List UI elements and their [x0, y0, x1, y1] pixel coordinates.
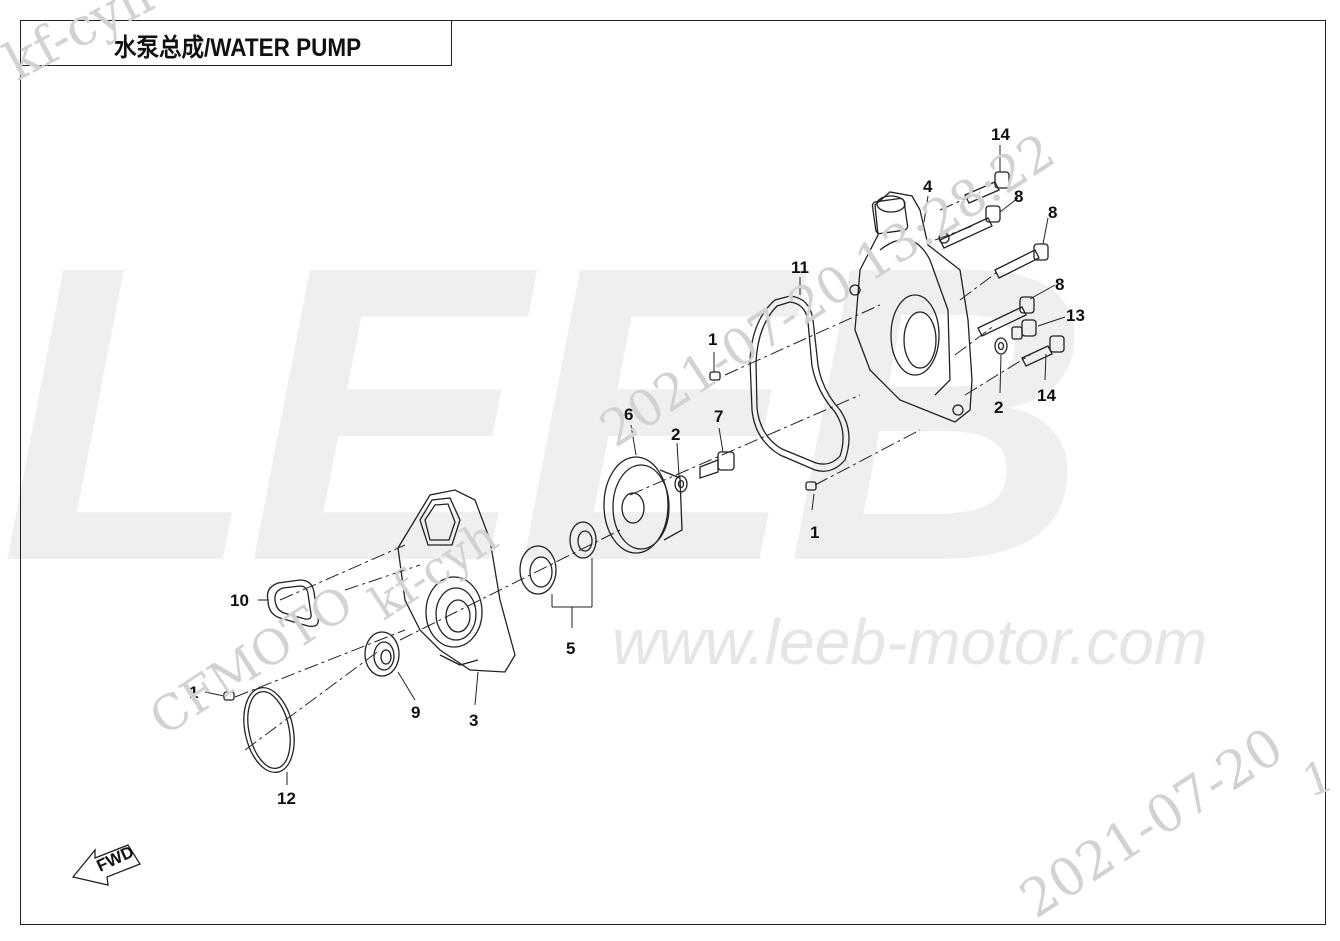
callout-6: 6	[624, 405, 633, 424]
callout-1-upper: 1	[708, 330, 717, 349]
callout-14-top: 14	[991, 125, 1010, 144]
callout-8-top: 8	[1014, 187, 1023, 206]
part-2-washer-right	[994, 337, 1008, 355]
callout-2-center: 2	[671, 425, 680, 444]
callout-13: 13	[1066, 306, 1085, 325]
callout-10: 10	[230, 591, 249, 610]
part-3-pump-cover	[397, 489, 516, 673]
part-10-triangular-seal	[266, 579, 319, 627]
callout-8-low: 8	[1055, 275, 1064, 294]
part-1-dowel-pin-left	[223, 691, 235, 701]
part-6-impeller	[603, 456, 683, 554]
part-2-washer-center	[674, 475, 688, 493]
callout-1-lower: 1	[810, 523, 819, 542]
callout-11: 11	[791, 258, 809, 277]
callout-5: 5	[566, 639, 575, 658]
callout-8-mid: 8	[1048, 203, 1057, 222]
callout-12: 12	[277, 789, 296, 808]
part-8-long-bolts	[939, 205, 1049, 337]
part-5-mechanical-seal	[519, 521, 597, 595]
callout-numbers: 10 1 12 9 3 5 6 2 7 1 1 11 4 14 8 8 8 13…	[189, 125, 1085, 808]
callout-1-left: 1	[189, 683, 198, 702]
part-14-short-bolts	[964, 171, 1065, 367]
part-1-dowel-pin-upper	[709, 371, 721, 381]
fwd-arrow	[71, 844, 141, 886]
fwd-badge-text: FWD	[94, 842, 137, 876]
assembly-axis-lines	[234, 191, 1031, 751]
callout-4: 4	[923, 177, 933, 196]
callout-9: 9	[411, 703, 420, 722]
drawing-frame	[20, 20, 1326, 925]
part-1-dowel-pin-lower	[805, 481, 817, 491]
part-7-impeller-bolt	[699, 451, 735, 479]
part-4-pump-housing	[849, 191, 973, 423]
callout-7: 7	[714, 407, 723, 426]
title-box	[20, 20, 452, 66]
callout-14-bottom: 14	[1037, 386, 1056, 405]
part-11-housing-gasket	[749, 295, 850, 472]
page-title: 水泵总成/WATER PUMP	[114, 34, 362, 62]
leeb-background-logo: LEEB	[0, 180, 1090, 649]
part-12-oring	[243, 686, 295, 774]
part-13-plug-bolt	[1011, 319, 1037, 340]
website-watermark: www.leeb-motor.com	[612, 606, 1208, 678]
leader-lines	[204, 145, 1066, 785]
callout-3: 3	[469, 711, 478, 730]
part-9-oil-seal	[364, 631, 400, 677]
callout-2-right: 2	[994, 398, 1003, 417]
